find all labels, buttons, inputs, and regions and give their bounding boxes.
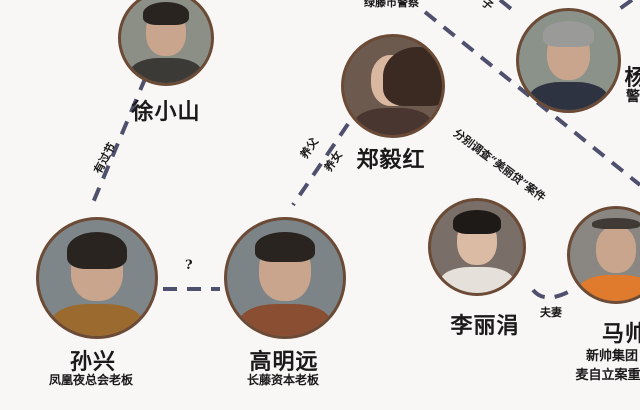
line-li-ma (531, 288, 573, 300)
avatar-gao-mingyuan (224, 217, 346, 339)
avatar-ma-shuai (567, 206, 640, 304)
avatar-sun-xing (36, 217, 158, 339)
name-ma-shuai: 马帅 (601, 321, 640, 347)
subtitle-ma-shuai-2: 麦自立案重 (575, 368, 640, 383)
name-gao-mingyuan: 高明远 (249, 349, 319, 375)
line-top-mid (498, 0, 517, 14)
name-li-lijuan: 李丽涓 (450, 313, 520, 339)
subtitle-yang: 警 (626, 89, 640, 105)
line-top-right (613, 0, 634, 14)
label-sun-gao: ? (185, 258, 193, 273)
name-zheng-yihong: 郑毅红 (356, 147, 426, 173)
name-yang: 杨 (624, 65, 640, 91)
subtitle-sun-xing: 凤凰夜总会老板 (48, 373, 134, 387)
subtitle-ma-shuai-1: 新帅集团 (585, 349, 639, 364)
label-li-ma: 夫妻 (540, 306, 562, 319)
line-zheng-gao (291, 122, 350, 207)
subtitle-gao-mingyuan: 长藤资本老板 (246, 373, 320, 387)
avatar-xu-xiaoshan (118, 0, 214, 86)
avatar-li-lijuan (428, 198, 526, 296)
name-xu-xiaoshan: 徐小山 (131, 99, 201, 125)
label-police: 绿藤市警察 (364, 0, 419, 9)
avatar-yang (516, 8, 621, 113)
line-investigate (423, 10, 640, 187)
name-sun-xing: 孙兴 (69, 349, 117, 375)
avatar-zheng-yihong (341, 34, 445, 138)
